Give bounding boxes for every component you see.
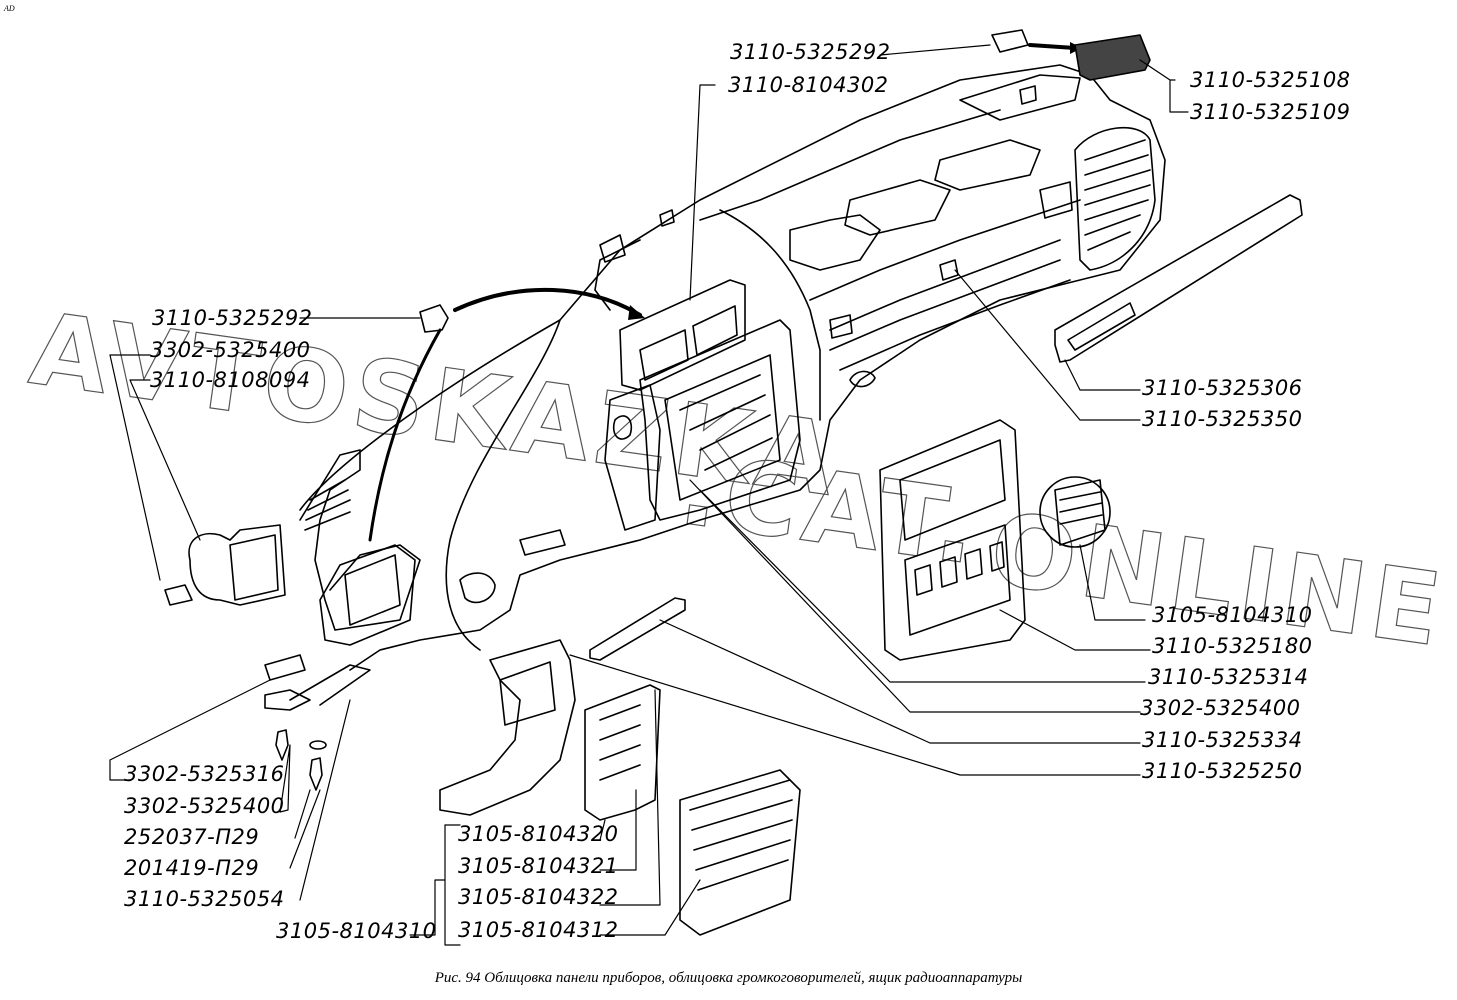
part-label: 3110-5325350 — [1142, 407, 1303, 431]
part-label: 3110-5325292 — [152, 306, 313, 330]
arrow-clip-to-frame — [453, 287, 642, 317]
arrow-top-clip — [1028, 43, 1077, 50]
part-label: 3105-8104310 — [276, 919, 437, 943]
rect-vent — [679, 769, 801, 936]
part-label: 3110-5325306 — [1142, 376, 1303, 400]
part-label: 252037-П29 — [124, 825, 260, 849]
vent-slot — [589, 597, 686, 661]
part-label: 3110-5325109 — [1190, 100, 1351, 124]
figure-caption: Рис. 94 Облицовка панели приборов, облиц… — [434, 970, 1023, 986]
part-label: 3105-8104310 — [1152, 603, 1313, 627]
part-label: 3110-5325054 — [124, 887, 285, 911]
arrow-curve-left — [368, 328, 442, 542]
part-label: 3302-5325400 — [150, 338, 311, 362]
trim-strip-right — [1054, 194, 1303, 363]
part-label: 3110-5325108 — [1190, 68, 1351, 92]
part-label: 3105-8104322 — [458, 885, 619, 909]
speaker-trim-left — [264, 449, 421, 711]
part-label: 3110-5325180 — [1152, 634, 1313, 658]
speaker-left — [164, 524, 286, 606]
clip-left — [419, 304, 449, 333]
screw-2 — [309, 757, 323, 791]
dashboard-panel — [299, 64, 1166, 671]
bracket — [584, 684, 661, 821]
part-label: 3110-8108094 — [150, 368, 311, 392]
part-label: 3110-8104302 — [728, 73, 889, 97]
leader-lines — [109, 44, 1189, 946]
part-label: 3302-5325400 — [1140, 696, 1301, 720]
grille-top-right — [1074, 34, 1151, 81]
center-console-bezel — [879, 419, 1026, 661]
clip-top — [991, 29, 1029, 53]
part-label: 3302-5325400 — [124, 794, 285, 818]
part-label: 3110-5325292 — [730, 40, 891, 64]
part-label: 3105-8104320 — [458, 822, 619, 846]
screw-1 — [275, 729, 289, 761]
washer — [309, 740, 327, 750]
part-label: 3110-5325250 — [1142, 759, 1303, 783]
speaker-frame-upper — [619, 279, 746, 391]
corner-mark: AD — [4, 4, 15, 13]
part-label: 3110-5325314 — [1148, 665, 1309, 689]
part-label: 3105-8104312 — [458, 918, 619, 942]
round-vent-right — [1039, 476, 1111, 548]
speaker-trim-bottom — [439, 639, 576, 816]
radio-box — [604, 319, 801, 531]
part-label: 3302-5325316 — [124, 762, 285, 786]
part-label: 3110-5325334 — [1142, 728, 1303, 752]
part-label: 201419-П29 — [124, 856, 260, 880]
part-label: 3105-8104321 — [458, 854, 619, 878]
